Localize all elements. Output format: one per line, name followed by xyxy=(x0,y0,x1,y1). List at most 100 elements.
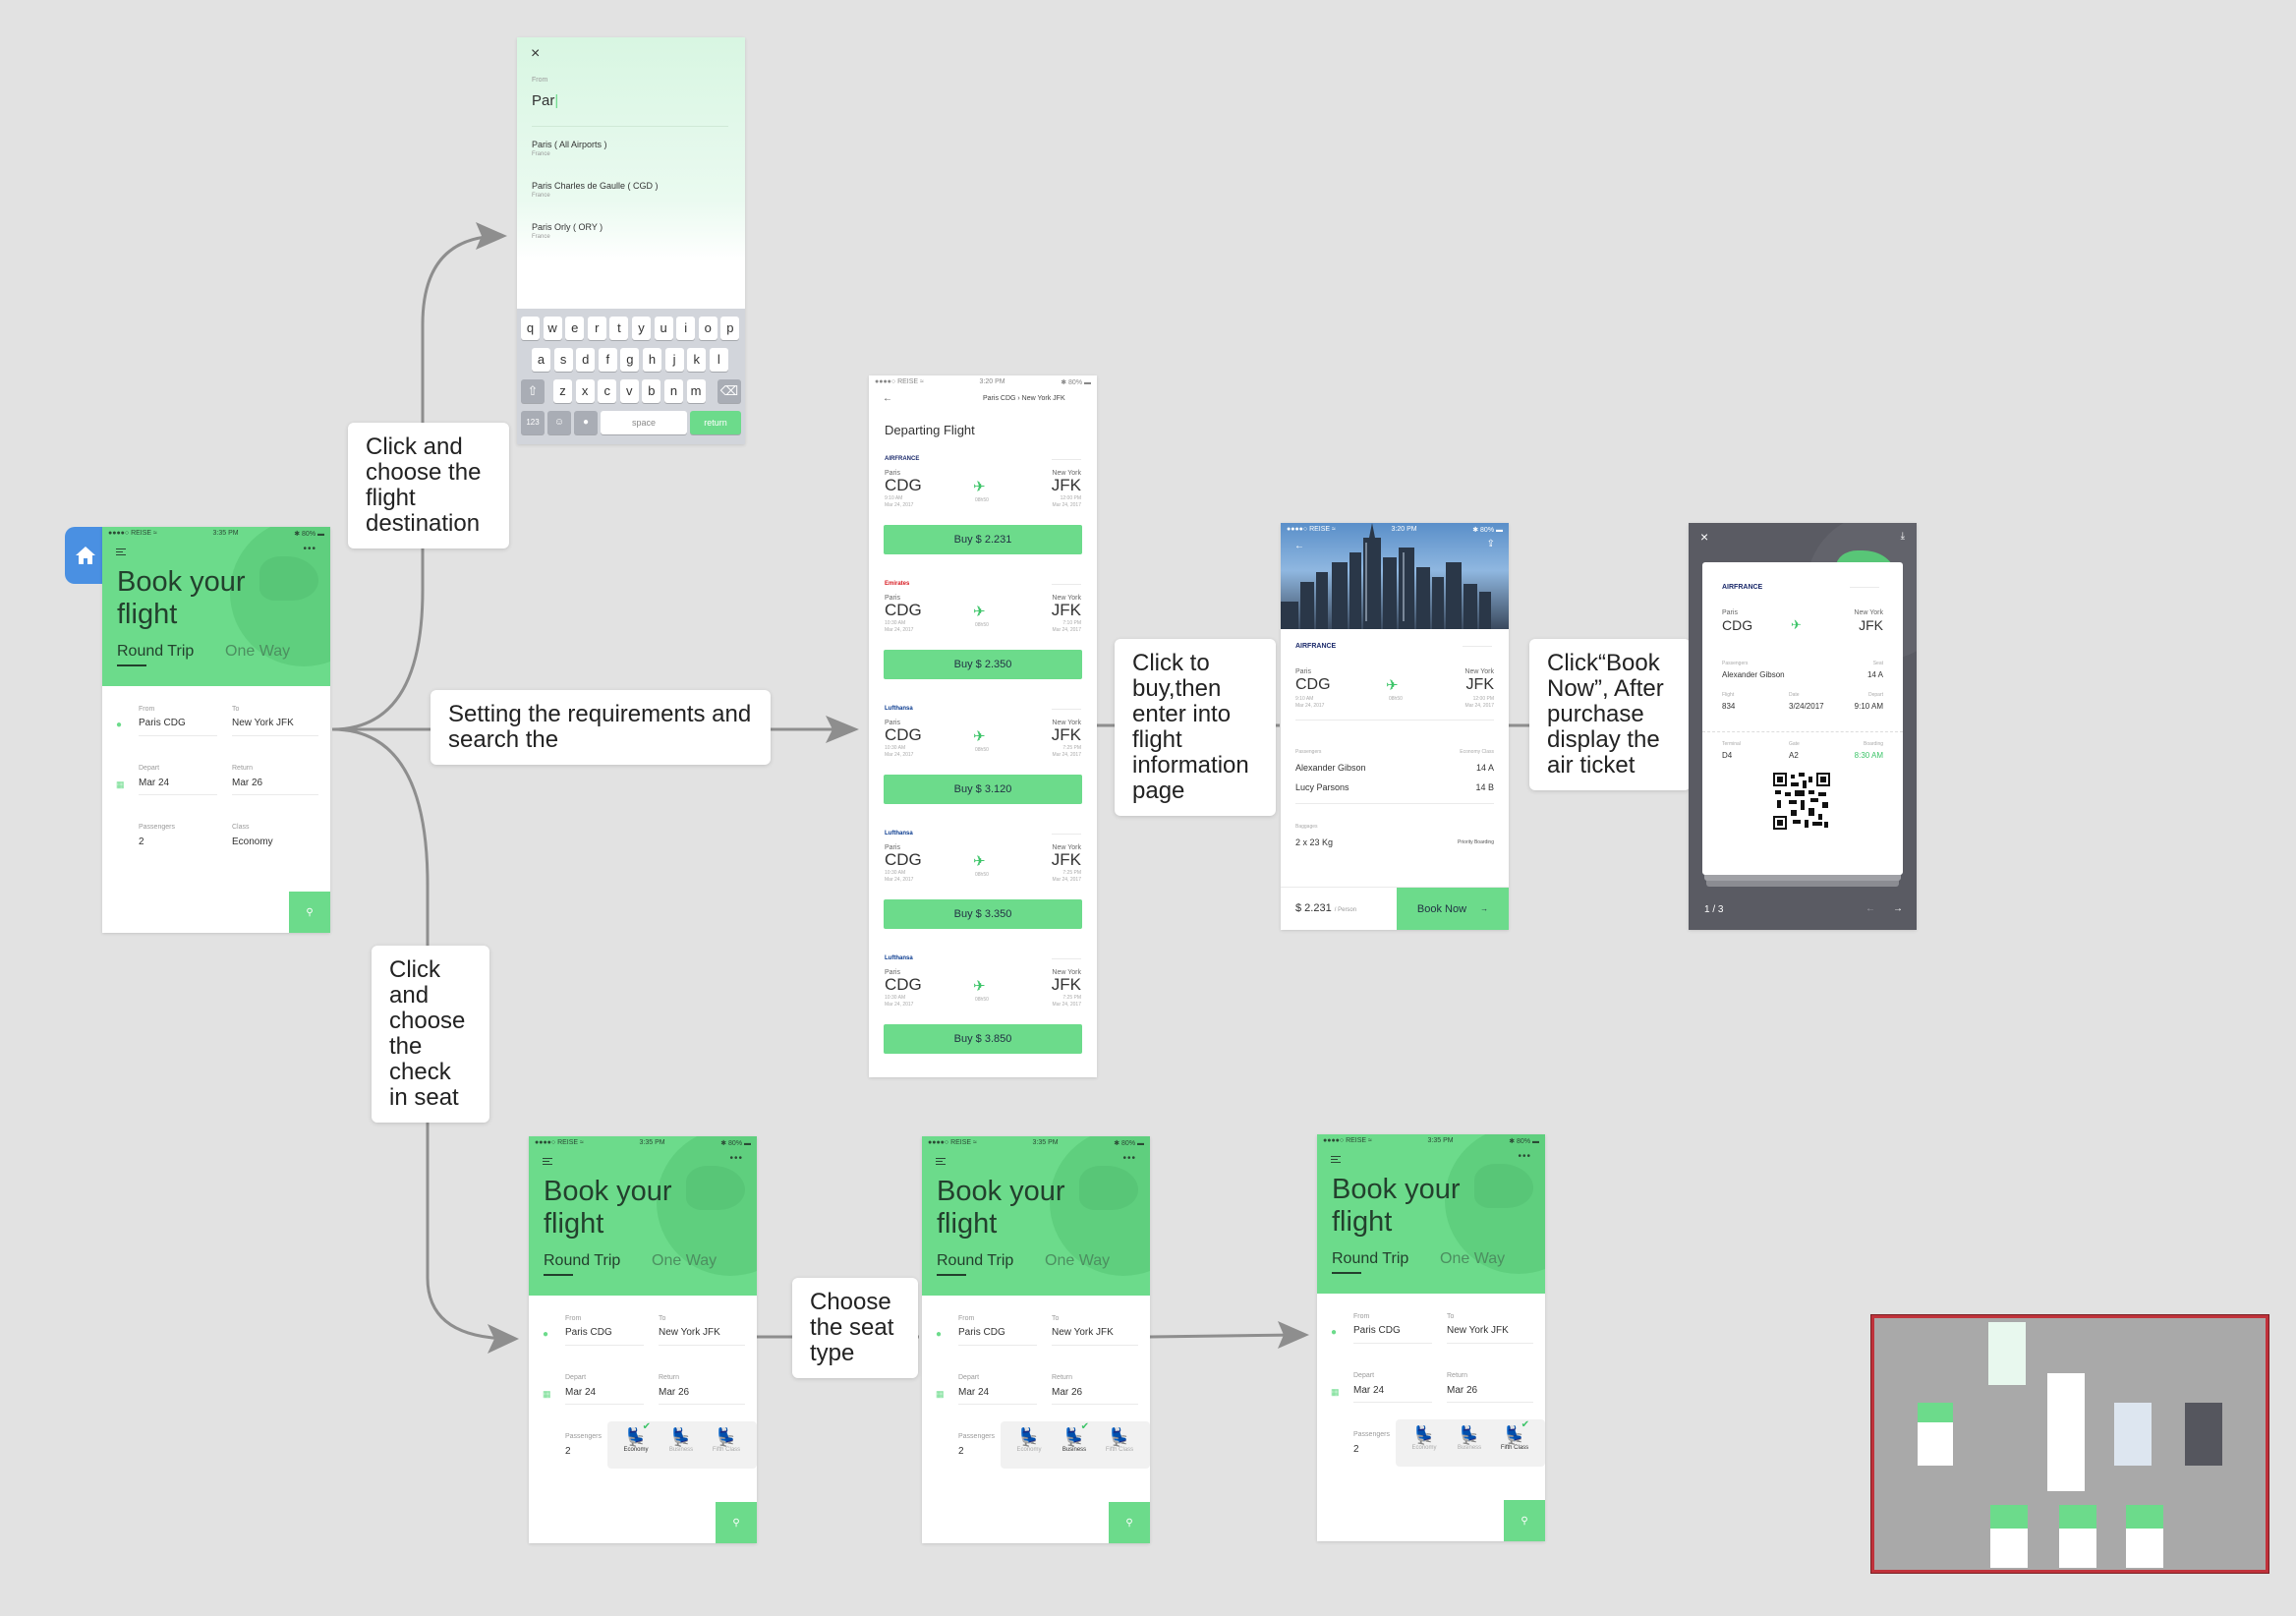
key-n[interactable]: n xyxy=(664,379,683,403)
menu-icon[interactable] xyxy=(543,1158,552,1165)
key-d[interactable]: d xyxy=(576,348,596,372)
seat-option-business[interactable]: 💺 Business ✔ xyxy=(1060,1421,1089,1453)
close-icon[interactable]: × xyxy=(1700,529,1709,545)
flight-card[interactable]: Lufthansa Paris CDG 10:30 AM Mar 24, 201… xyxy=(869,706,1097,831)
to-field[interactable]: New York JFK xyxy=(232,718,294,728)
seat-option-economy[interactable]: 💺 Economy xyxy=(1014,1427,1044,1453)
tab-one-way[interactable]: One Way xyxy=(1045,1252,1111,1269)
prev-arrow-icon[interactable]: ← xyxy=(1866,903,1875,914)
seat-option-fifth-class[interactable]: 💺 Fifth Class xyxy=(1105,1427,1134,1453)
search-result-item[interactable]: Paris Charles de Gaulle ( CGD ) France xyxy=(532,181,659,199)
home-badge[interactable] xyxy=(65,527,106,584)
seat-option-economy[interactable]: 💺 Economy ✔ xyxy=(621,1421,651,1453)
passengers-field[interactable]: 2 xyxy=(139,837,144,847)
depart-field[interactable]: Mar 24 xyxy=(565,1387,597,1398)
depart-field[interactable]: Mar 24 xyxy=(958,1387,990,1398)
search-button[interactable]: ⚲ xyxy=(716,1502,757,1543)
flight-card[interactable]: AIRFRANCE Paris CDG 9:10 AM Mar 24, 2017… xyxy=(869,456,1097,581)
return-field[interactable]: Mar 26 xyxy=(232,778,263,788)
return-field[interactable]: Mar 26 xyxy=(1052,1387,1083,1398)
key-j[interactable]: j xyxy=(664,348,684,372)
tab-round-trip[interactable]: Round Trip xyxy=(937,1252,1014,1269)
to-field[interactable]: New York JFK xyxy=(1052,1327,1114,1338)
tab-one-way[interactable]: One Way xyxy=(1440,1250,1506,1267)
from-field[interactable]: Paris CDG xyxy=(1353,1325,1401,1336)
seat-option-fifth-class[interactable]: 💺 Fifth Class xyxy=(712,1427,741,1453)
tab-round-trip[interactable]: Round Trip xyxy=(544,1252,621,1269)
key-z[interactable]: z xyxy=(553,379,572,403)
book-now-button[interactable]: Book Now→ xyxy=(1397,888,1509,930)
class-field[interactable]: Economy xyxy=(232,837,273,847)
depart-field[interactable]: Mar 24 xyxy=(139,778,170,788)
key-l[interactable]: l xyxy=(709,348,728,372)
key-y[interactable]: y xyxy=(632,317,651,340)
tab-one-way[interactable]: One Way xyxy=(225,643,291,660)
next-arrow-icon[interactable]: → xyxy=(1893,903,1903,914)
numbers-key[interactable]: 123 xyxy=(521,411,545,434)
download-icon[interactable]: ⤓ xyxy=(1900,531,1905,542)
seat-option-economy[interactable]: 💺 Economy xyxy=(1409,1425,1439,1451)
passengers-field[interactable]: 2 xyxy=(958,1446,964,1457)
minimap[interactable] xyxy=(1870,1314,2269,1574)
more-icon[interactable]: ••• xyxy=(729,1153,743,1164)
return-field[interactable]: Mar 26 xyxy=(1447,1385,1478,1396)
key-w[interactable]: w xyxy=(543,317,562,340)
key-i[interactable]: i xyxy=(676,317,696,340)
back-icon[interactable]: ← xyxy=(883,393,892,404)
key-b[interactable]: b xyxy=(642,379,661,403)
buy-button[interactable]: Buy $ 3.350 xyxy=(884,899,1082,929)
key-g[interactable]: g xyxy=(620,348,640,372)
search-result-item[interactable]: Paris ( All Airports ) France xyxy=(532,140,607,157)
to-field[interactable]: New York JFK xyxy=(1447,1325,1509,1336)
tab-one-way[interactable]: One Way xyxy=(652,1252,718,1269)
search-result-item[interactable]: Paris Orly ( ORY ) France xyxy=(532,222,603,240)
key-p[interactable]: p xyxy=(720,317,740,340)
more-icon[interactable]: ••• xyxy=(1518,1151,1531,1162)
menu-icon[interactable] xyxy=(936,1158,946,1165)
search-button[interactable]: ⚲ xyxy=(289,892,330,933)
search-input[interactable]: Par| xyxy=(532,92,559,109)
from-field[interactable]: Paris CDG xyxy=(958,1327,1005,1338)
buy-button[interactable]: Buy $ 2.350 xyxy=(884,650,1082,679)
return-key[interactable]: return xyxy=(690,411,741,434)
key-x[interactable]: x xyxy=(575,379,595,403)
key-m[interactable]: m xyxy=(686,379,706,403)
key-s[interactable]: s xyxy=(553,348,573,372)
emoji-key[interactable]: ☺ xyxy=(547,411,571,434)
search-button[interactable]: ⚲ xyxy=(1109,1502,1150,1543)
key-k[interactable]: k xyxy=(687,348,707,372)
close-icon[interactable]: × xyxy=(531,45,541,62)
key-a[interactable]: a xyxy=(532,348,550,372)
from-field[interactable]: Paris CDG xyxy=(565,1327,612,1338)
key-r[interactable]: r xyxy=(587,317,606,340)
passengers-field[interactable]: 2 xyxy=(1353,1444,1359,1455)
to-field[interactable]: New York JFK xyxy=(659,1327,720,1338)
mic-key[interactable]: ● xyxy=(574,411,598,434)
key-v[interactable]: v xyxy=(619,379,639,403)
back-icon[interactable]: ← xyxy=(1294,541,1304,551)
space-key[interactable]: space xyxy=(601,411,687,434)
backspace-key[interactable]: ⌫ xyxy=(718,379,741,403)
key-q[interactable]: q xyxy=(521,317,540,340)
buy-button[interactable]: Buy $ 2.231 xyxy=(884,525,1082,554)
key-e[interactable]: e xyxy=(565,317,585,340)
more-icon[interactable]: ••• xyxy=(303,544,316,554)
menu-icon[interactable] xyxy=(1331,1156,1341,1163)
buy-button[interactable]: Buy $ 3.120 xyxy=(884,775,1082,804)
key-t[interactable]: t xyxy=(609,317,629,340)
more-icon[interactable]: ••• xyxy=(1122,1153,1136,1164)
shift-key[interactable]: ⇧ xyxy=(521,379,545,403)
tab-round-trip[interactable]: Round Trip xyxy=(117,643,195,660)
flight-card[interactable]: Lufthansa Paris CDG 10:30 AM Mar 24, 201… xyxy=(869,831,1097,955)
key-f[interactable]: f xyxy=(598,348,617,372)
search-button[interactable]: ⚲ xyxy=(1504,1500,1545,1541)
menu-icon[interactable] xyxy=(116,548,126,555)
seat-option-business[interactable]: 💺 Business xyxy=(1455,1425,1484,1451)
key-c[interactable]: c xyxy=(598,379,617,403)
key-u[interactable]: u xyxy=(654,317,673,340)
share-icon[interactable]: ⇪ xyxy=(1486,539,1495,549)
return-field[interactable]: Mar 26 xyxy=(659,1387,690,1398)
seat-option-fifth-class[interactable]: 💺 Fifth Class ✔ xyxy=(1500,1419,1529,1451)
flight-card[interactable]: Lufthansa Paris CDG 10:30 AM Mar 24, 201… xyxy=(869,955,1097,1077)
flight-card[interactable]: Emirates Paris CDG 10:30 AM Mar 24, 2017… xyxy=(869,581,1097,706)
